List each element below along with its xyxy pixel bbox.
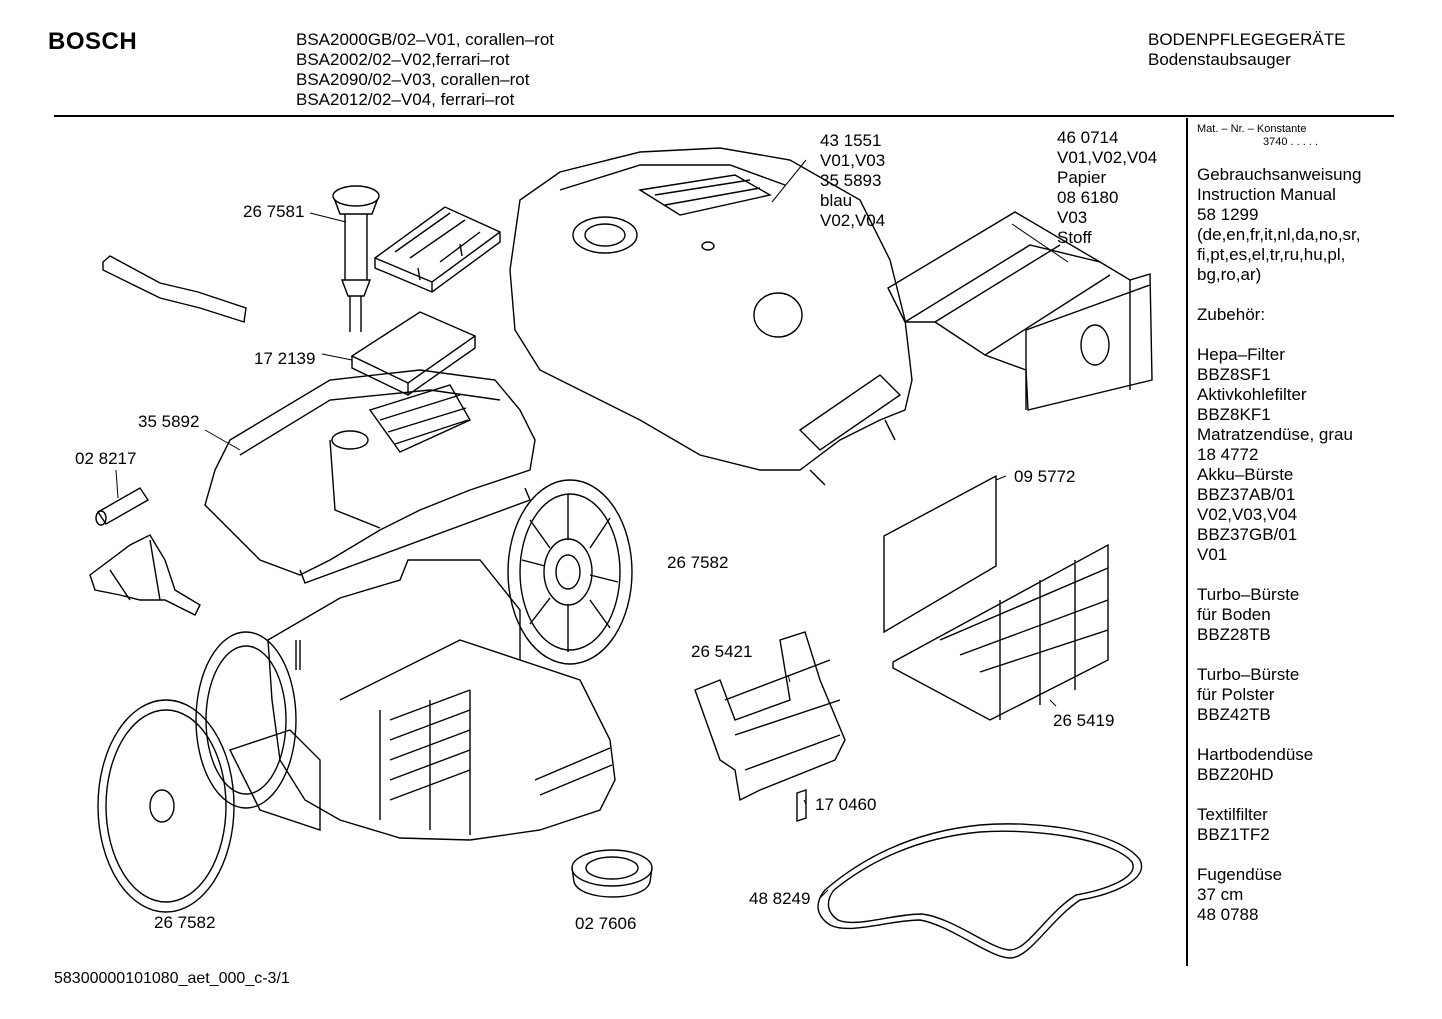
part-label-460714-line2: V01,V02,V04 — [1057, 148, 1158, 167]
leader-lines — [116, 160, 1068, 898]
sidebar-line: Hartbodendüse — [1197, 745, 1314, 764]
sidebar-line: 37 cm — [1197, 885, 1244, 904]
filter-pad-part — [352, 312, 475, 395]
sidebar-line: BBZ1TF2 — [1197, 825, 1270, 844]
sidebar-line: BBZ42TB — [1197, 705, 1271, 724]
part-label-488249: 48 8249 — [749, 889, 811, 908]
grille-part — [893, 545, 1108, 720]
mat-nr-value: 3740 . . . . . — [1263, 136, 1319, 148]
sidebar-line: bg,ro,ar) — [1197, 265, 1262, 284]
filter-cassette-part — [375, 207, 500, 292]
part-label-170460: 17 0460 — [815, 795, 877, 814]
sidebar-line: Fugendüse — [1197, 865, 1283, 884]
category-title: BODENPFLEGEGERÄTE — [1148, 30, 1346, 49]
sidebar-line: Instruction Manual — [1197, 185, 1336, 204]
header-divider — [54, 115, 1394, 117]
filter-sheet-part — [884, 476, 996, 632]
part-label-431551-line4: blau — [820, 191, 853, 210]
sidebar-line: Turbo–Bürste — [1197, 665, 1300, 684]
model-line-1: BSA2000GB/02–V01, corallen–rot — [296, 30, 555, 49]
sidebar-spacer — [1197, 325, 1393, 345]
sidebar-line: fi,pt,es,el,tr,ru,hu,pl, — [1197, 245, 1346, 264]
part-label-028217: 02 8217 — [75, 449, 137, 468]
seal-strip-part — [103, 256, 246, 322]
base-housing-part — [268, 560, 615, 840]
sidebar-line: für Polster — [1197, 685, 1275, 704]
part-label-460714-line5: V03 — [1057, 208, 1088, 227]
part-label-095772: 09 5772 — [1014, 467, 1076, 486]
part-label-267582-top: 26 7582 — [667, 553, 729, 572]
category-block: BODENPFLEGEGERÄTE Bodenstaubsauger — [1148, 30, 1345, 70]
filter-pin-part — [333, 186, 379, 332]
document-id: 58300000101080_aet_000_c-3/1 — [54, 970, 290, 987]
sidebar-line: BBZ8KF1 — [1197, 405, 1271, 424]
sidebar-line: Matratzendüse, grau — [1197, 425, 1353, 444]
part-label-431551-line5: V02,V04 — [820, 211, 886, 230]
part-label-460714: 46 0714 V01,V02,V04 Papier 08 6180 V03 S… — [1057, 128, 1157, 248]
sidebar-line: (de,en,fr,it,nl,da,no,sr, — [1197, 225, 1361, 244]
part-label-460714-line1: 46 0714 — [1057, 128, 1119, 147]
part-label-267581: 26 7581 — [243, 202, 305, 221]
clip-part — [797, 790, 806, 821]
sidebar-line: BBZ20HD — [1197, 765, 1274, 784]
sidebar-line: Textilfilter — [1197, 805, 1268, 824]
sidebar-line: Turbo–Bürste — [1197, 585, 1300, 604]
sidebar-spacer — [1197, 725, 1393, 745]
bracket-part — [90, 535, 200, 615]
sidebar-spacer — [1197, 565, 1393, 585]
model-list: BSA2000GB/02–V01, corallen–rot BSA2002/0… — [296, 30, 554, 110]
top-cover-part — [510, 148, 912, 485]
battery-part — [96, 488, 148, 525]
sidebar-line: BBZ37AB/01 — [1197, 485, 1296, 504]
sidebar-spacer — [1197, 285, 1393, 305]
sidebar-line: 48 0788 — [1197, 905, 1259, 924]
part-label-267582-bottom: 26 7582 — [154, 913, 216, 932]
part-label-460714-line6: Stoff — [1057, 228, 1092, 247]
part-label-172139: 17 2139 — [254, 349, 316, 368]
sidebar-line: BBZ8SF1 — [1197, 365, 1271, 384]
part-label-355892: 35 5892 — [138, 412, 200, 431]
dust-bag-part — [888, 212, 1152, 410]
seal-ring-part — [818, 824, 1142, 958]
sidebar-spacer — [1197, 645, 1393, 665]
exploded-parts-drawing — [0, 0, 1186, 960]
housing-lid-part — [205, 370, 535, 583]
part-label-460714-line3: Papier — [1057, 168, 1107, 187]
part-label-265419: 26 5419 — [1053, 711, 1115, 730]
sidebar-divider — [1186, 118, 1188, 966]
part-label-431551-line1: 43 1551 — [820, 131, 882, 150]
sidebar-line: Zubehör: — [1197, 305, 1266, 324]
model-line-4: BSA2012/02–V04, ferrari–rot — [296, 90, 515, 109]
sidebar-line: Hepa–Filter — [1197, 345, 1285, 364]
sidebar-line: 58 1299 — [1197, 205, 1259, 224]
sidebar-line: für Boden — [1197, 605, 1271, 624]
model-line-2: BSA2002/02–V02,ferrari–rot — [296, 50, 510, 69]
cap-part — [572, 850, 652, 897]
brand-logo: BOSCH — [48, 28, 138, 55]
part-label-460714-line4: 08 6180 — [1057, 188, 1119, 207]
model-line-3: BSA2090/02–V03, corallen–rot — [296, 70, 530, 89]
part-label-431551-line3: 35 5893 — [820, 171, 882, 190]
part-label-431551-line2: V01,V03 — [820, 151, 886, 170]
rear-wheel-part — [508, 480, 632, 664]
sidebar-line: BBZ28TB — [1197, 625, 1271, 644]
mat-nr-label: Mat. – Nr. – Konstante — [1197, 123, 1307, 135]
part-label-265421: 26 5421 — [691, 642, 753, 661]
part-label-431551: 43 1551 V01,V03 35 5893 blau V02,V04 — [820, 131, 885, 231]
sidebar-line: V01 — [1197, 545, 1228, 564]
sidebar-line: V02,V03,V04 — [1197, 505, 1298, 524]
sidebar-spacer — [1197, 785, 1393, 805]
bag-holder-part — [695, 632, 845, 800]
front-wheel-part — [98, 632, 320, 912]
sidebar-line: Aktivkohlefilter — [1197, 385, 1307, 404]
sidebar-spacer — [1197, 845, 1393, 865]
part-label-027606: 02 7606 — [575, 914, 637, 933]
sidebar-line: BBZ37GB/01 — [1197, 525, 1298, 544]
sidebar-line: 18 4772 — [1197, 445, 1259, 464]
sidebar-line: Gebrauchsanweisung — [1197, 165, 1362, 184]
accessory-sidebar: Mat. – Nr. – Konstante 3740 . . . . . Ge… — [1197, 122, 1393, 925]
category-subtitle: Bodenstaubsauger — [1148, 50, 1291, 69]
sidebar-line: Akku–Bürste — [1197, 465, 1294, 484]
